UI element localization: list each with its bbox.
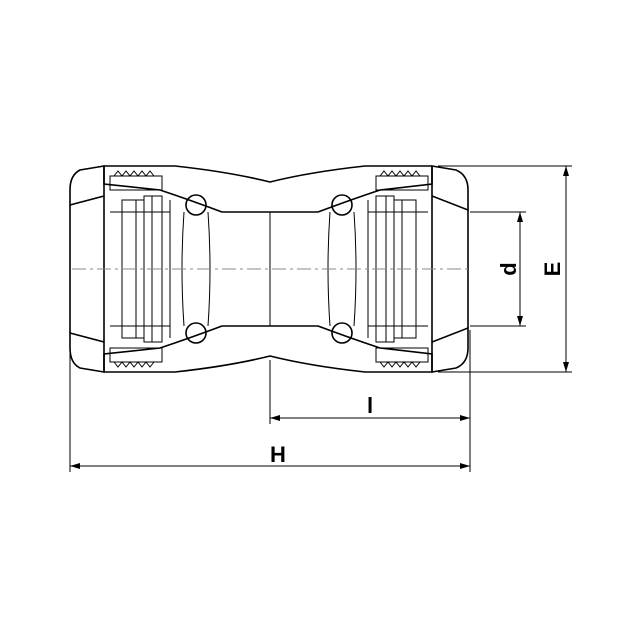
dimension-d: d xyxy=(470,211,526,327)
dimension-e-label: E xyxy=(540,262,565,277)
dimension-d-label: d xyxy=(496,262,521,275)
dimension-l-label: l xyxy=(367,393,373,418)
dimension-h: H xyxy=(69,330,471,472)
dimension-l: l xyxy=(269,360,470,424)
inner-bore xyxy=(222,211,318,327)
dimension-e: E xyxy=(438,165,572,373)
dimension-h-label: H xyxy=(270,442,286,467)
